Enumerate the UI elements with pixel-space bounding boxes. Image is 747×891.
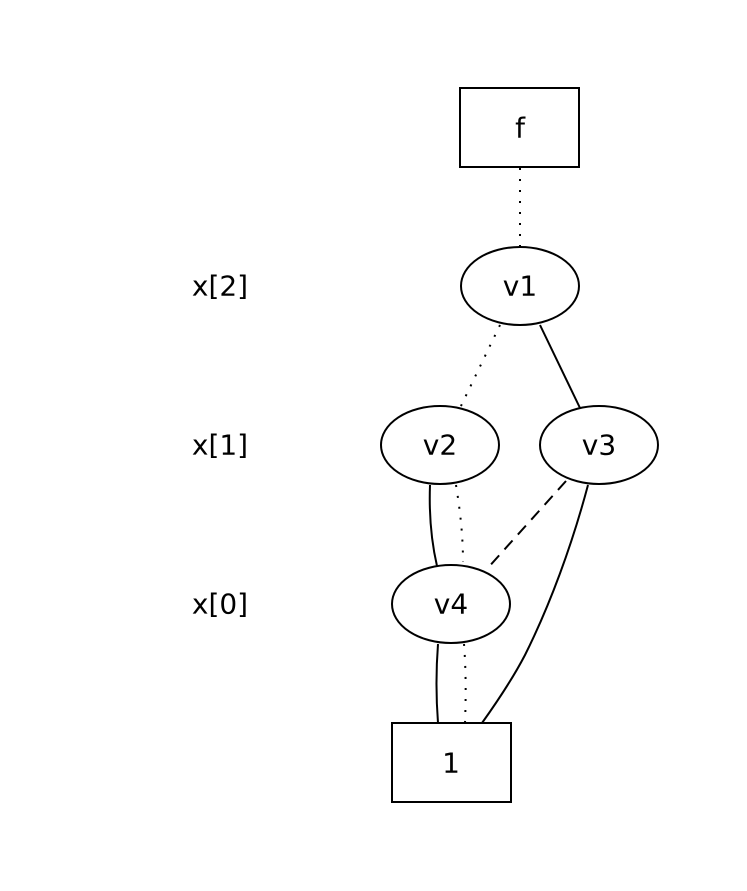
level-label-x1: x[1] [192, 429, 248, 462]
node-v1-ellipse [460, 246, 580, 326]
edge-v2-v4-dotted [455, 484, 464, 563]
node-v3: v3 [539, 405, 659, 485]
node-v2-label: v2 [423, 429, 457, 462]
node-v4: v4 [391, 564, 511, 644]
node-v1-label: v1 [503, 270, 537, 303]
node-one-label: 1 [442, 747, 460, 780]
edge-v3-one-solid [481, 484, 589, 724]
node-f-label: f [515, 112, 526, 145]
node-v3-label: v3 [582, 429, 616, 462]
level-label-x2: x[2] [192, 270, 248, 303]
node-v3-ellipse [539, 405, 659, 485]
node-v2: v2 [380, 405, 500, 485]
node-one-box [391, 722, 512, 803]
edges [428, 168, 589, 724]
edge-v1-v3-solid [539, 324, 581, 409]
node-v4-ellipse [391, 564, 511, 644]
edge-v4-one-solid [435, 643, 439, 724]
edge-v4-one-dotted [463, 643, 467, 724]
node-f-box [459, 87, 580, 168]
edge-v1-v2-dotted [459, 324, 501, 409]
node-one: 1 [391, 722, 512, 803]
node-v2-ellipse [380, 405, 500, 485]
edge-v2-v4-solid [428, 484, 438, 567]
node-f: f [459, 87, 580, 168]
edge-v3-v4-dashed [485, 480, 567, 571]
level-label-x0: x[0] [192, 588, 248, 621]
level-labels: x[2] x[1] x[0] [192, 270, 248, 621]
node-v1: v1 [460, 246, 580, 326]
node-v4-label: v4 [434, 588, 468, 621]
